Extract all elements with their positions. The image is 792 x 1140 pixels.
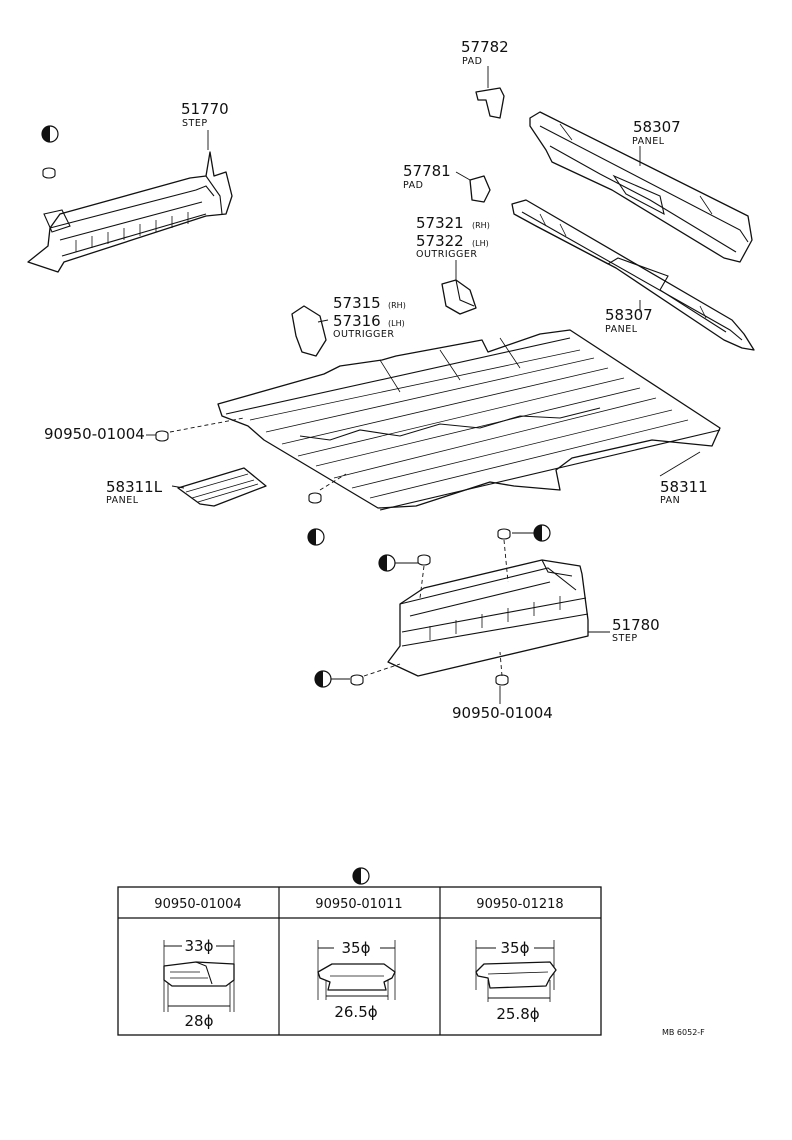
floor-pan-58311	[217, 329, 721, 511]
table-dim-top-1: 33ϕ	[185, 937, 214, 955]
part-name-panel-small: PANEL	[106, 495, 139, 506]
part-suffix-rh-2: (RH)	[388, 301, 406, 310]
step-51780	[387, 559, 589, 677]
pad-57782	[475, 87, 505, 119]
table-header-part-3: 90950-01218	[476, 897, 563, 912]
half-circle-marker-icon	[352, 867, 370, 885]
part-name-pad-2: PAD	[403, 180, 423, 191]
plug-dimension-table	[117, 886, 602, 1036]
part-name-pan: PAN	[660, 495, 680, 506]
part-number-plug-upper: 90950-01004	[44, 425, 145, 443]
panel-58307-lower	[511, 199, 755, 351]
pad-57781	[469, 175, 491, 203]
panel-58311L	[177, 467, 267, 507]
part-number-51770: 51770	[181, 100, 229, 118]
part-number-57782: 57782	[461, 38, 509, 56]
part-suffix-rh: (RH)	[472, 221, 490, 230]
part-name-pad: PAD	[462, 56, 482, 67]
hole-plug-icon	[417, 554, 431, 566]
half-circle-marker-icon	[378, 554, 396, 572]
part-name-outrigger: OUTRIGGER	[416, 249, 477, 260]
part-name-step-2: STEP	[612, 633, 638, 644]
plug-profile-2	[317, 940, 396, 1000]
panel-58307-upper	[529, 111, 753, 263]
table-header-part-1: 90950-01004	[154, 897, 241, 912]
part-number-57781: 57781	[403, 162, 451, 180]
step-51770	[27, 151, 233, 273]
table-header-part-2: 90950-01011	[315, 897, 402, 912]
plug-profile-3	[475, 940, 557, 1002]
hole-plug-icon	[350, 674, 364, 686]
table-dim-bottom-2: 26.5ϕ	[334, 1003, 377, 1021]
hole-plug-icon	[495, 674, 509, 686]
figure-code: MB 6052-F	[662, 1028, 705, 1037]
half-circle-marker-icon	[314, 670, 332, 688]
hole-plug-icon	[42, 167, 56, 179]
part-number-57321: 57321	[416, 214, 464, 232]
part-name-outrigger-2: OUTRIGGER	[333, 329, 394, 340]
table-dim-top-3: 35ϕ	[501, 939, 530, 957]
part-number-58307-upper: 58307	[633, 118, 681, 136]
hole-plug-icon	[497, 528, 511, 540]
plug-profile-1	[163, 940, 235, 1012]
part-name-step: STEP	[182, 118, 208, 129]
part-suffix-lh-2: (LH)	[388, 319, 405, 328]
part-number-58307-lower: 58307	[605, 306, 653, 324]
part-suffix-lh: (LH)	[472, 239, 489, 248]
outrigger-57315	[291, 305, 327, 357]
half-circle-marker-icon	[307, 528, 325, 546]
part-number-58311L: 58311L	[106, 478, 163, 496]
hole-plug-icon	[155, 430, 169, 442]
table-dim-top-2: 35ϕ	[342, 939, 371, 957]
table-dim-bottom-1: 28ϕ	[185, 1012, 214, 1030]
part-number-57315: 57315	[333, 294, 381, 312]
part-name-panel-upper: PANEL	[632, 136, 665, 147]
part-number-57322: 57322	[416, 232, 464, 250]
half-circle-marker-icon	[41, 125, 59, 143]
part-number-plug-lower: 90950-01004	[452, 704, 553, 722]
part-number-58311: 58311	[660, 478, 708, 496]
half-circle-marker-icon	[533, 524, 551, 542]
table-dim-bottom-3: 25.8ϕ	[496, 1005, 539, 1023]
part-name-panel-lower: PANEL	[605, 324, 638, 335]
outrigger-57321	[441, 279, 477, 315]
part-number-51780: 51780	[612, 616, 660, 634]
hole-plug-icon	[308, 492, 322, 504]
part-number-57316: 57316	[333, 312, 381, 330]
